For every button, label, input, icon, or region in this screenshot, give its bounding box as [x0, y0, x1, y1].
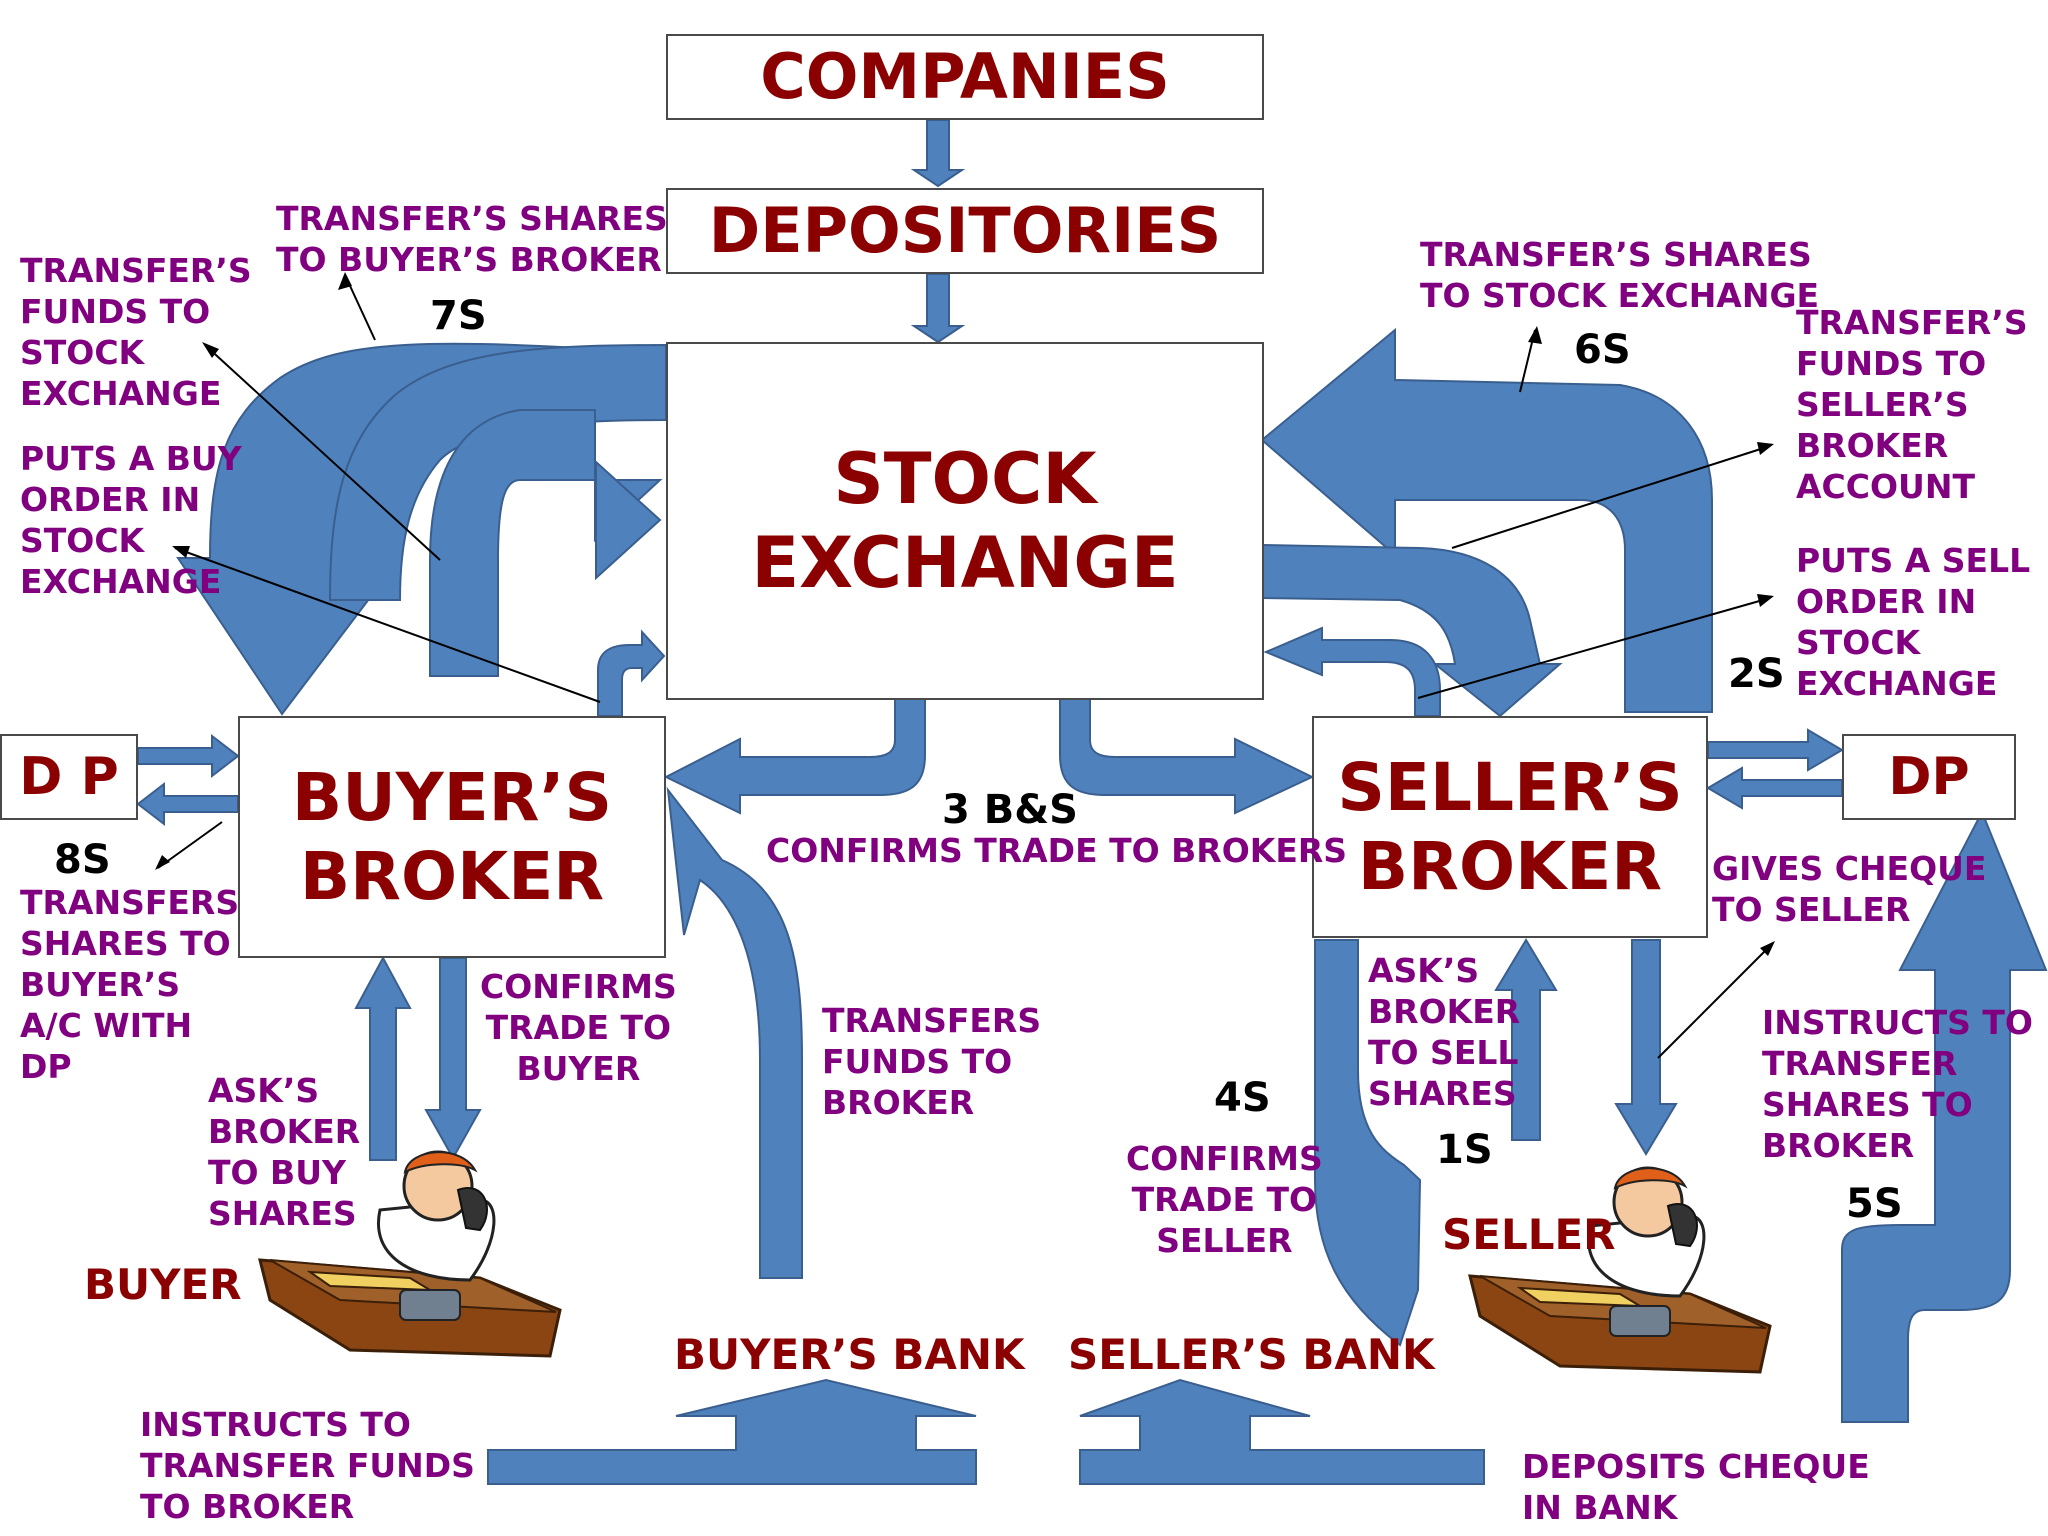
arrow-gives-cheque-to-seller — [1614, 939, 1678, 1156]
label-confirms-trade-to-buyer: CONFIRMS TRADE TO BUYER — [480, 967, 677, 1088]
label-transfers-funds-to-broker: TRANSFERS FUNDS TO BROKER — [822, 1001, 1042, 1122]
label-confirms-trade-to-brokers: CONFIRMS TRADE TO BROKERS — [766, 831, 1348, 870]
arrow-instructs-transfer-funds — [487, 1378, 977, 1485]
step-4s: 4S — [1214, 1075, 1271, 1121]
depositories-title: DEPOSITORIES — [708, 193, 1222, 267]
arrow-funds-exchange-to-sellers-broker — [1261, 543, 1563, 718]
step-1s: 1S — [1436, 1127, 1493, 1173]
step-2s: 2S — [1728, 651, 1785, 697]
stock-exchange-box: STOCK EXCHANGE — [666, 342, 1264, 700]
label-instructs-transfer-shares: INSTRUCTS TO TRANSFER SHARES TO BROKER — [1762, 1003, 2033, 1165]
arrow-transfers-funds-to-broker — [666, 786, 803, 1279]
sellers-broker-box: SELLER’S BROKER — [1312, 716, 1708, 938]
seller-label: SELLER — [1442, 1210, 1616, 1259]
dp-left-title: D P — [19, 746, 119, 807]
arrow-seller-asks-to-sell — [1494, 938, 1558, 1141]
arrow-buy-order-to-exchange — [429, 409, 663, 677]
arrow-6s-sellers-broker-to-exchange — [1260, 327, 1713, 713]
dp-right-title: DP — [1888, 746, 1970, 807]
stock-exchange-title: STOCK EXCHANGE — [751, 438, 1179, 604]
buyers-broker-title: BUYER’S BROKER — [291, 758, 613, 915]
arrow-5s-instructs-transfer-shares — [1841, 809, 2048, 1423]
depositories-box: DEPOSITORIES — [666, 188, 1264, 274]
label-transfer-funds-to-stock-exchange: TRANSFER’S FUNDS TO STOCK EXCHANGE — [20, 251, 252, 413]
arrow-3-exchange-to-sellers-broker — [1059, 696, 1315, 815]
seller-person-icon — [1468, 1166, 1772, 1374]
label-transfer-funds-to-sellers-broker: TRANSFER’S FUNDS TO SELLER’S BROKER ACCO… — [1796, 303, 2028, 506]
companies-title: COMPANIES — [760, 39, 1170, 113]
label-confirms-trade-to-seller: CONFIRMS TRADE TO SELLER — [1126, 1139, 1323, 1260]
arrow-dp-to-sellers-broker — [1706, 766, 1843, 810]
arrow-sellers-broker-to-dp — [1707, 728, 1844, 772]
step-6s: 6S — [1574, 327, 1631, 373]
label-asks-broker-to-buy: ASK’S BROKER TO BUY SHARES — [208, 1071, 361, 1233]
step-3bs: 3 B&S — [942, 787, 1078, 833]
buyer-person-icon — [258, 1150, 562, 1358]
companies-box: COMPANIES — [666, 34, 1264, 120]
buyer-label: BUYER — [84, 1260, 242, 1309]
arrow-sell-order-to-exchange — [1263, 626, 1441, 717]
label-instructs-transfer-funds: INSTRUCTS TO TRANSFER FUNDS TO BROKER — [140, 1405, 475, 1526]
sellers-bank-label: SELLER’S BANK — [1068, 1330, 1435, 1379]
label-puts-sell-order: PUTS A SELL ORDER IN STOCK EXCHANGE — [1796, 541, 2031, 703]
arrow-buyers-broker-funds-to-exchange — [597, 629, 666, 717]
arrow-buyers-broker-to-dp-left — [136, 781, 239, 827]
buyers-broker-box: BUYER’S BROKER — [238, 716, 666, 958]
arrow-buy-order-head — [595, 459, 662, 581]
arrow-companies-to-depositories — [910, 119, 966, 188]
label-gives-cheque-to-seller: GIVES CHEQUE TO SELLER — [1712, 849, 1987, 929]
label-puts-buy-order: PUTS A BUY ORDER IN STOCK EXCHANGE — [20, 439, 242, 601]
step-7s: 7S — [430, 293, 487, 339]
dp-left-box: D P — [0, 734, 138, 820]
arrow-confirms-trade-to-buyer — [424, 957, 482, 1161]
label-deposits-cheque: DEPOSITS CHEQUE IN BANK — [1522, 1447, 1870, 1527]
sellers-broker-title: SELLER’S BROKER — [1337, 748, 1683, 905]
arrow-3-exchange-to-buyers-broker — [663, 696, 926, 815]
arrow-buyer-asks-to-buy — [354, 955, 412, 1161]
dp-right-box: DP — [1842, 734, 2016, 820]
label-transfers-shares-to-buyer-ac: TRANSFERS SHARES TO BUYER’S A/C WITH DP — [20, 883, 240, 1086]
arrow-dp-to-buyers-broker — [137, 733, 240, 779]
step-5s: 5S — [1846, 1181, 1903, 1227]
step-8s: 8S — [54, 837, 111, 883]
label-asks-broker-to-sell: ASK’S BROKER TO SELL SHARES — [1368, 951, 1521, 1113]
arrow-depositories-to-exchange — [910, 273, 966, 344]
label-transfer-shares-to-stock-exchange: TRANSFER’S SHARES TO STOCK EXCHANGE — [1420, 235, 1820, 315]
arrow-deposits-cheque — [1079, 1378, 1485, 1485]
buyers-bank-label: BUYER’S BANK — [674, 1330, 1025, 1379]
label-transfer-shares-to-buyers-broker: TRANSFER’S SHARES TO BUYER’S BROKER — [276, 199, 668, 279]
arrow-4s-confirms-trade-to-seller — [1314, 939, 1422, 1347]
